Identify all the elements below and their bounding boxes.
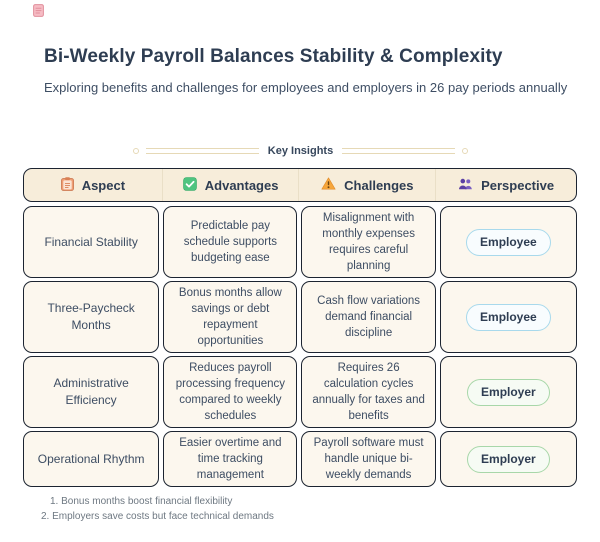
perspective-badge: Employee (466, 303, 551, 331)
advantage-cell: Easier overtime and time tracking manage… (163, 431, 298, 488)
column-header-advantages: Advantages (163, 169, 300, 201)
page-subtitle: Exploring benefits and challenges for em… (44, 80, 568, 95)
column-header-aspect: Aspect (24, 169, 163, 201)
warning-icon (321, 177, 336, 193)
challenge-cell: Cash flow variations demand financial di… (301, 281, 436, 354)
table-rows: Financial Stability Predictable pay sche… (23, 206, 577, 488)
table-row: Three-Paycheck Months Bonus months allow… (23, 281, 577, 354)
advantage-text: Easier overtime and time tracking manage… (179, 437, 282, 482)
column-header-perspective: Perspective (436, 169, 576, 201)
footnote: 2. Employers save costs but face technic… (41, 511, 274, 522)
section-divider: Key Insights (133, 144, 468, 157)
challenge-text: Misalignment with monthly expenses requi… (322, 212, 415, 273)
perspective-badge: Employer (467, 378, 550, 406)
challenge-cell: Requires 26 calculation cycles annually … (301, 356, 436, 429)
column-header-challenges: Challenges (299, 169, 437, 201)
page-title: Bi-Weekly Payroll Balances Stability & C… (44, 46, 503, 67)
divider-end-dot (462, 147, 468, 154)
perspective-cell: Employer (439, 356, 577, 429)
advantage-text: Predictable pay schedule supports budget… (183, 220, 278, 265)
column-header-label: Aspect (81, 177, 126, 193)
footnotes: 1. Bonus months boost financial flexibil… (41, 496, 274, 522)
challenge-text: Payroll software must handle unique bi-w… (313, 437, 424, 482)
advantage-text: Reduces payroll processing frequency com… (175, 362, 286, 423)
perspective-cell: Employee (439, 206, 577, 279)
people-icon (458, 178, 473, 193)
aspect-text: Administrative Efficiency (53, 376, 129, 408)
footnote: 1. Bonus months boost financial flexibil… (50, 496, 233, 507)
aspect-cell: Financial Stability (23, 206, 160, 279)
divider-line (342, 147, 455, 154)
advantage-text: Bonus months allow savings or debt repay… (178, 287, 282, 348)
column-header-label: Advantages (204, 177, 279, 193)
perspective-badge: Employee (466, 228, 551, 256)
aspect-text: Operational Rhythm (37, 451, 145, 466)
section-label: Key Insights (267, 144, 334, 157)
column-header-label: Perspective (481, 177, 555, 193)
aspect-cell: Operational Rhythm (23, 431, 160, 488)
insights-table: Aspect Advantages (23, 168, 577, 488)
table-row: Administrative Efficiency Reduces payrol… (23, 356, 577, 429)
check-icon (182, 176, 197, 194)
advantage-cell: Bonus months allow savings or debt repay… (163, 281, 298, 354)
aspect-text: Financial Stability (44, 234, 138, 249)
table-row: Operational Rhythm Easier overtime and t… (23, 431, 577, 488)
challenge-text: Cash flow variations demand financial di… (317, 295, 421, 340)
clipboard-icon (60, 176, 74, 194)
table-header: Aspect Advantages (23, 168, 577, 202)
advantage-cell: Predictable pay schedule supports budget… (163, 206, 298, 279)
perspective-badge: Employer (467, 445, 550, 473)
challenge-text: Requires 26 calculation cycles annually … (312, 362, 425, 423)
challenge-cell: Payroll software must handle unique bi-w… (301, 431, 436, 488)
advantage-cell: Reduces payroll processing frequency com… (163, 356, 298, 429)
aspect-cell: Three-Paycheck Months (23, 281, 160, 354)
challenge-cell: Misalignment with monthly expenses requi… (301, 206, 436, 279)
table-row: Financial Stability Predictable pay sche… (23, 206, 577, 279)
perspective-cell: Employee (439, 281, 577, 354)
column-header-label: Challenges (344, 177, 414, 193)
aspect-text: Three-Paycheck Months (47, 301, 135, 333)
note-icon (33, 4, 44, 22)
divider-line (146, 147, 259, 154)
perspective-cell: Employer (439, 431, 577, 488)
aspect-cell: Administrative Efficiency (23, 356, 160, 429)
divider-end-dot (133, 147, 139, 154)
